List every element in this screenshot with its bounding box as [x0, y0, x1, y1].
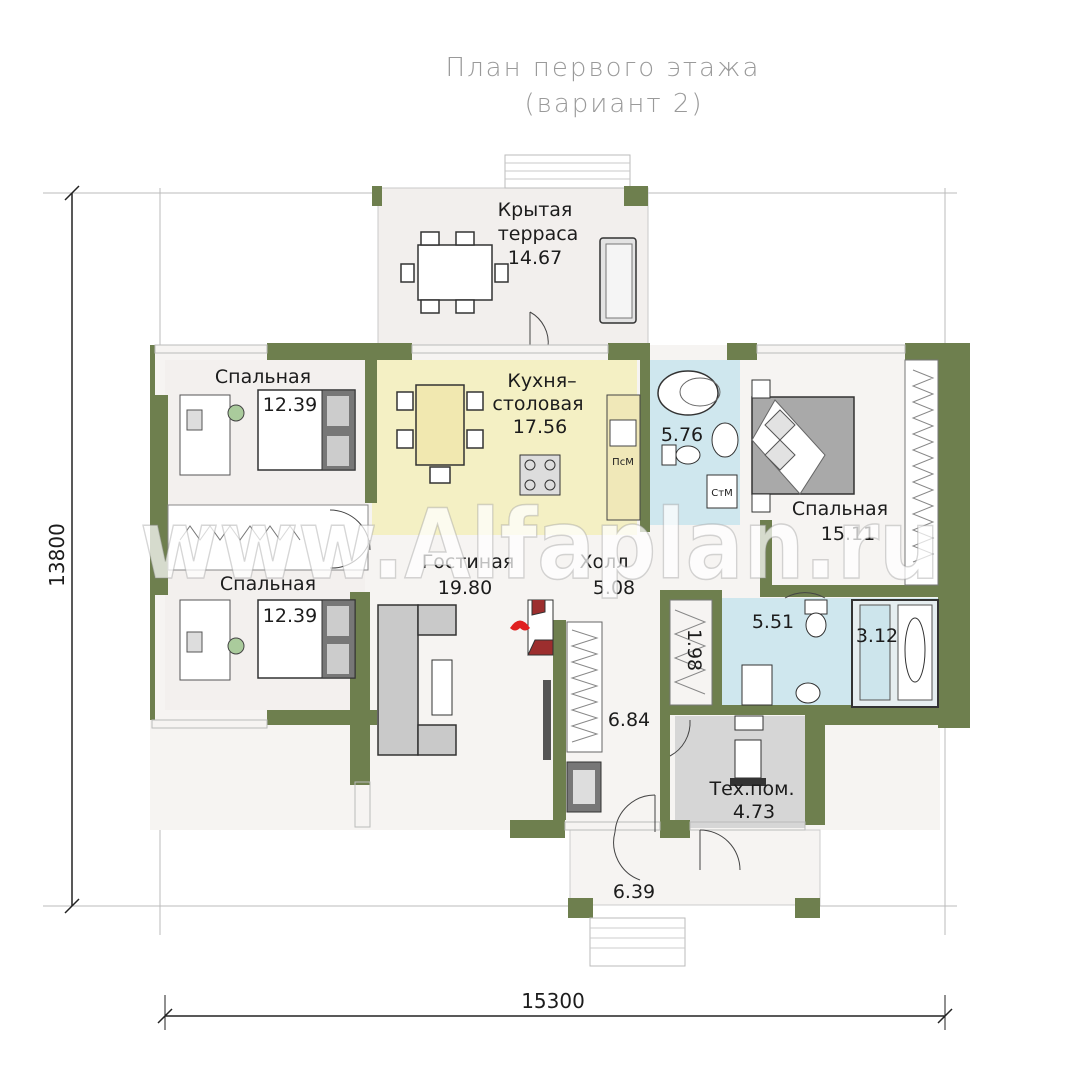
tech-room-name: Тех.пом.	[709, 778, 795, 800]
dishwasher-label: ПсМ	[612, 457, 634, 468]
wardrobe-hangers	[179, 525, 301, 541]
kitchen-area: 17.56	[513, 416, 567, 438]
bedroom-3-furniture	[751, 359, 939, 586]
bedroom-2-name: Спальная	[220, 573, 316, 595]
hall-area: 5.08	[593, 577, 635, 599]
hall-name: Холл	[580, 551, 629, 573]
washer-label: СтМ	[711, 488, 732, 499]
bath-1-fixtures	[657, 370, 739, 509]
living-room-area: 19.80	[438, 577, 492, 599]
shower-area: 3.12	[856, 625, 898, 647]
width-dimension	[157, 995, 953, 1030]
width-dimension-label: 15300	[521, 989, 585, 1013]
bedroom-2-area: 12.39	[263, 605, 317, 627]
bedroom-2-furniture	[179, 599, 356, 681]
kitchen-name-1: Кухня–	[507, 370, 576, 392]
height-dimension	[64, 185, 80, 914]
bedroom-1-area: 12.39	[263, 394, 317, 416]
windows	[151, 344, 906, 831]
closet-shelves	[673, 609, 707, 695]
tech-room-equipment	[730, 715, 766, 786]
terrace-name-2: терраса	[498, 223, 579, 245]
living-room-furniture	[377, 599, 554, 760]
bedroom-2-door	[329, 539, 371, 569]
doors	[613, 719, 741, 881]
bedroom-3-area: 15.11	[821, 523, 875, 545]
walls	[150, 343, 970, 918]
porch-floor	[569, 829, 821, 906]
bedroom-1-name: Спальная	[215, 366, 311, 388]
corridor-area: 6.84	[608, 709, 650, 731]
terrace: Крытая терраса 14.67	[372, 154, 649, 348]
porch-steps	[589, 917, 686, 967]
bath-2-area: 5.51	[752, 611, 794, 633]
closet-area: 1.98	[683, 629, 705, 671]
bedroom-1-furniture	[179, 389, 356, 476]
closet	[669, 599, 713, 706]
plan-title: План первого этажа	[446, 53, 761, 83]
porch-area: 6.39	[613, 881, 655, 903]
bedroom-3-name: Спальная	[792, 498, 888, 520]
bath-2-fixtures	[741, 592, 939, 708]
plan-subtitle: (вариант 2)	[524, 89, 703, 119]
corridor-furniture	[566, 621, 603, 813]
tech-room-area: 4.73	[733, 801, 775, 823]
living-room-name: Гостиная	[422, 551, 515, 573]
watermark: www.Alfaplan.ru	[140, 489, 940, 601]
bath-1-area: 5.76	[661, 424, 703, 446]
terrace-area: 14.67	[508, 247, 562, 269]
height-dimension-label: 13800	[45, 523, 69, 587]
kitchen-furniture	[396, 384, 641, 521]
kitchen-name-2: столовая	[492, 393, 583, 415]
terrace-name-1: Крытая	[498, 199, 573, 221]
